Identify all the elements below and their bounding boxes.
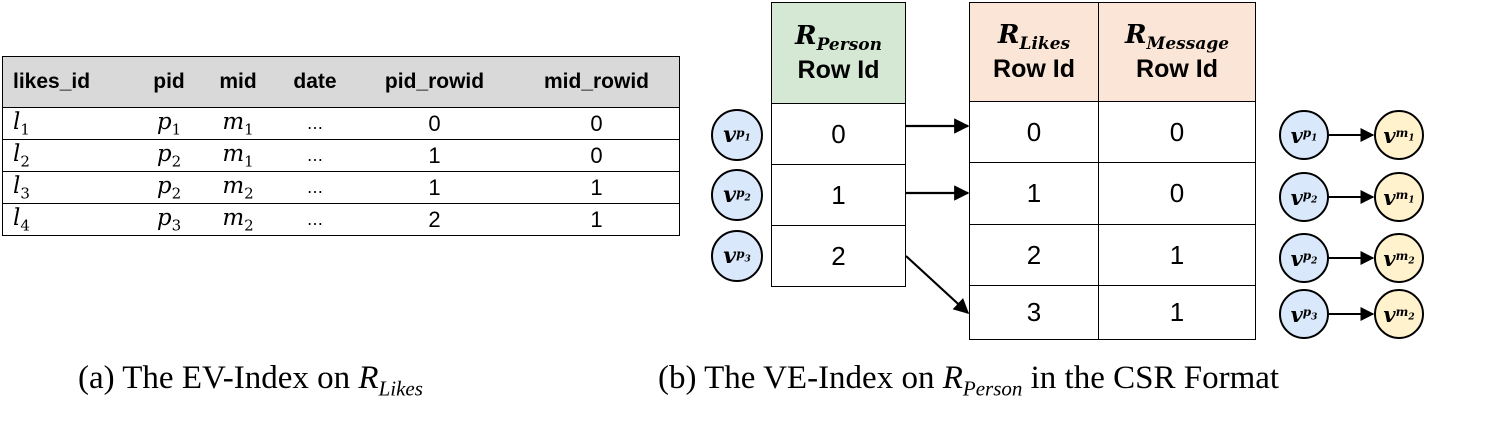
likes-header-label: Row Id [993, 55, 1075, 84]
ev-cell-mid-rowid: 0 [514, 107, 680, 140]
person-rowid-header: RPerson Row Id [771, 2, 906, 104]
ev-cell-pid-rowid: 0 [355, 107, 514, 140]
ev-header-pid-rowid: pid_rowid [355, 56, 514, 108]
message-header-sub: Message [1146, 33, 1230, 54]
caption-b-sub: Person [962, 376, 1023, 401]
caption-b: (b) The VE-Index on RPerson in the CSR F… [658, 360, 1279, 402]
ev-cell-date: … [275, 171, 355, 204]
ev-cell-pid: p3 [156, 204, 182, 235]
ev-cell-mid: m2 [222, 204, 254, 235]
caption-b-math: R [942, 360, 963, 396]
ev-cell-mid-rowid: 1 [514, 171, 680, 204]
likes-row-1: 1 [969, 162, 1099, 225]
ev-cell-pid-rowid: 1 [355, 171, 514, 204]
caption-a-math: R [358, 360, 379, 396]
ev-cell-pid: p1 [137, 107, 201, 140]
person-header-r: R [795, 20, 817, 51]
message-header-r: R [1124, 19, 1147, 50]
likes-header-sub: Likes [1019, 33, 1071, 54]
ev-cell-pid-rowid: 2 [428, 206, 441, 232]
csr-pointer-arrow-2 [905, 255, 970, 315]
caption-a: (a) The EV-Index on RLikes [78, 360, 423, 402]
ev-header-mid: mid [201, 56, 275, 108]
message-row-2: 1 [1098, 224, 1256, 286]
person-row-2: 2 [771, 225, 906, 287]
message-header-label: Row Id [1136, 55, 1218, 84]
likes-row-0: 0 [969, 101, 1099, 163]
likes-header-r: R [997, 19, 1020, 50]
caption-b-suffix: in the CSR Format [1022, 360, 1280, 396]
likes-row-3: 3 [969, 285, 1099, 340]
likes-rowid-header: RLikes Row Id [969, 2, 1099, 102]
ev-cell-mid: m1 [201, 107, 275, 140]
ev-cell-date: … [275, 107, 355, 140]
ev-cell-mid: m1 [201, 139, 275, 172]
ev-cell-mid: m2 [201, 171, 275, 204]
ev-cell-likes-id: l4 [13, 204, 30, 235]
ev-cell-pid: p2 [137, 171, 201, 204]
caption-b-prefix: (b) The VE-Index on [658, 360, 943, 396]
ev-cell-likes-id: l3 [2, 171, 137, 204]
person-row-0: 0 [771, 103, 906, 165]
person-row-1: 1 [771, 164, 906, 226]
ev-table-row: l4 p3 m2 … 2 1 [3, 204, 680, 236]
ev-cell-likes-id: l2 [2, 139, 137, 172]
ev-cell-likes-id: l1 [2, 107, 137, 140]
ev-header-date: date [275, 56, 355, 108]
message-row-0: 0 [1098, 101, 1256, 163]
ev-cell-pid-rowid: 1 [355, 139, 514, 172]
person-header-sub: Person [816, 34, 882, 55]
person-header-label: Row Id [797, 56, 880, 85]
caption-a-prefix: (a) The EV-Index on [78, 360, 359, 396]
ev-header-mid-rowid: mid_rowid [514, 56, 680, 108]
caption-a-sub: Likes [378, 376, 423, 401]
message-row-1: 0 [1098, 162, 1256, 225]
likes-row-2: 2 [969, 224, 1099, 286]
message-rowid-header: RMessage Row Id [1098, 2, 1256, 102]
ev-cell-date: … [307, 210, 323, 229]
ev-cell-mid-rowid: 1 [590, 206, 603, 232]
ev-header-row: likes_id pid mid date pid_rowid mid_rowi… [2, 56, 680, 108]
ev-header-pid: pid [137, 56, 201, 108]
message-row-3: 1 [1098, 285, 1256, 340]
ev-cell-pid: p2 [137, 139, 201, 172]
ev-cell-mid-rowid: 0 [514, 139, 680, 172]
ev-header-likes-id: likes_id [2, 56, 137, 108]
ev-index-table: likes_id pid mid date pid_rowid mid_rowi… [2, 56, 680, 236]
ev-cell-date: … [275, 139, 355, 172]
